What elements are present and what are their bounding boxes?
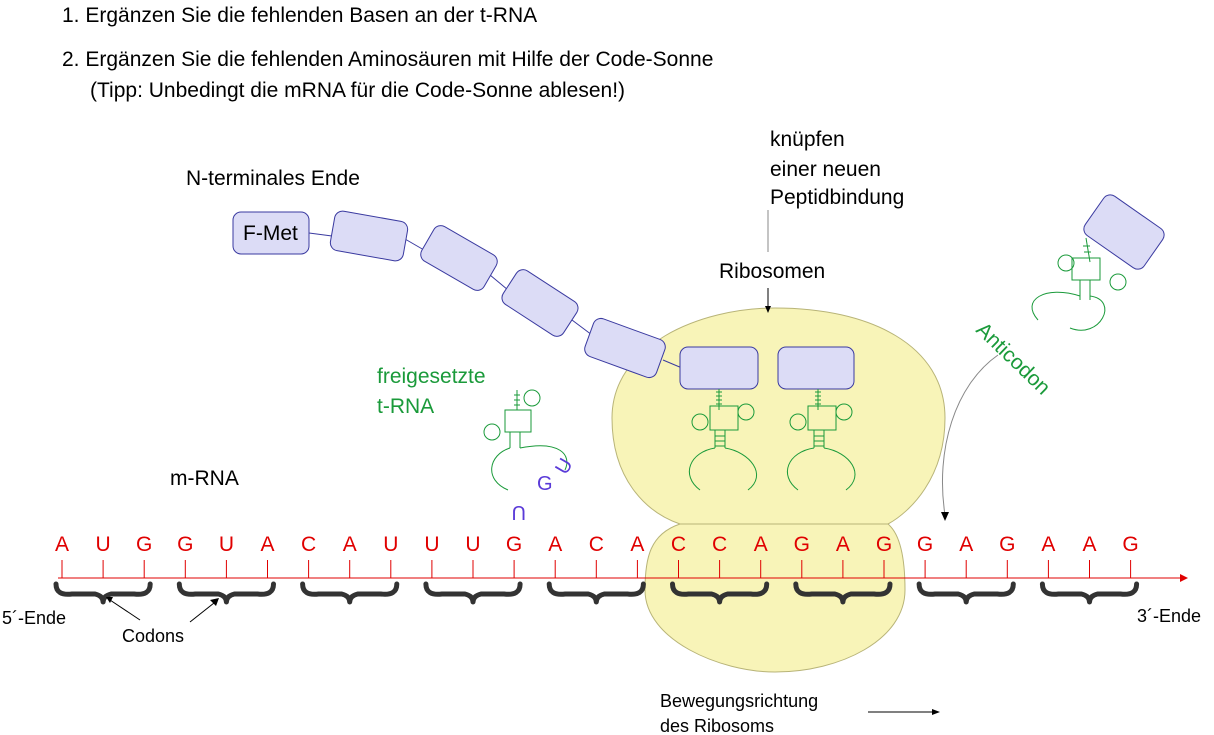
mrna-base: U: [424, 533, 439, 556]
mrna-base: A: [836, 533, 850, 556]
mrna-base: U: [96, 533, 111, 556]
mrna-base: A: [1041, 533, 1055, 556]
amino-acid: [329, 210, 409, 262]
mrna-base: C: [712, 533, 727, 556]
mrna-base: G: [999, 533, 1015, 556]
codon-bracket: [670, 581, 770, 605]
mrna-base-ticks: [61, 560, 1132, 578]
anticodon-label: Anticodon: [972, 318, 1055, 399]
mrna-base: A: [260, 533, 274, 556]
movement-arrow: [868, 709, 940, 715]
mrna-base: A: [959, 533, 973, 556]
mrna-base: C: [301, 533, 316, 556]
amino-acid-chain: [232, 194, 1165, 390]
amino-acid: [420, 225, 498, 291]
peptide-bond-label-line3: Peptidbindung: [770, 186, 904, 209]
instruction-3: (Tipp: Unbedingt die mRNA für die Code-S…: [90, 79, 625, 102]
fmet-label: F-Met: [243, 222, 298, 245]
mrna-base: A: [754, 533, 768, 556]
codon-bracket: [53, 581, 153, 605]
trna-base: G: [537, 473, 553, 495]
codon-bracket: [793, 581, 893, 605]
mrna-base: C: [671, 533, 686, 556]
mrna-base: U: [383, 533, 398, 556]
movement-label-line2: des Ribosoms: [660, 716, 774, 735]
mrna-base: C: [589, 533, 604, 556]
mrna-base: G: [917, 533, 933, 556]
mrna-base: G: [876, 533, 892, 556]
codon-bracket: [300, 581, 400, 605]
mrna-base: A: [55, 533, 69, 556]
mrna-base: G: [177, 533, 193, 556]
instruction-1: 1. Ergänzen Sie die fehlenden Basen an d…: [62, 4, 537, 27]
trna-site-1: [688, 389, 757, 491]
amino-acid: [679, 346, 759, 390]
five-prime-label: 5´-Ende: [2, 608, 66, 628]
mrna-base: G: [506, 533, 522, 556]
movement-label-line1: Bewegungsrichtung: [660, 691, 818, 711]
amino-acid-fmet: [232, 211, 310, 255]
ribosome-arrow: [765, 288, 771, 313]
mrna-base: G: [794, 533, 810, 556]
amino-acid-incoming: [1083, 194, 1165, 270]
codon-bracket: [423, 581, 523, 605]
trna-base: U: [551, 455, 577, 479]
mrna-label: m-RNA: [170, 467, 239, 490]
released-trna: [483, 389, 568, 491]
mrna-base: A: [630, 533, 644, 556]
incoming-trna: [1031, 237, 1127, 331]
ribosome-label: Ribosomen: [719, 260, 825, 283]
codon-brackets: [53, 581, 1140, 605]
released-trna-label-line2: t-RNA: [377, 395, 434, 418]
amino-acid: [777, 346, 855, 390]
three-prime-label: 3´-Ende: [1137, 606, 1201, 626]
instruction-2: 2. Ergänzen Sie die fehlenden Aminosäure…: [62, 48, 713, 71]
codon-bracket: [916, 581, 1016, 605]
codons-pointers: [106, 597, 219, 623]
mrna-base: G: [1122, 533, 1138, 556]
codon-bracket: [1039, 581, 1140, 605]
mrna-strand: [58, 574, 1188, 582]
mrna-base: U: [219, 533, 234, 556]
peptide-chain: [308, 232, 683, 369]
codons-label: Codons: [122, 626, 184, 646]
n-terminal-label: N-terminales Ende: [186, 167, 360, 190]
mrna-base: U: [465, 533, 480, 556]
mrna-base: A: [1082, 533, 1096, 556]
codon-bracket: [546, 581, 646, 605]
codon-bracket: [176, 581, 276, 605]
amino-acid: [584, 317, 666, 379]
trna-base: U: [512, 501, 526, 523]
peptide-bond-label-line2: einer neuen: [770, 158, 881, 181]
peptide-bond-label-line1: knüpfen: [770, 128, 845, 151]
mrna-base: A: [343, 533, 357, 556]
anticodon-arrow: [941, 354, 999, 521]
trna-site-2: [786, 389, 856, 491]
mrna-base: G: [136, 533, 152, 556]
mrna-base: A: [548, 533, 562, 556]
released-trna-bases: U G U: [512, 455, 578, 523]
released-trna-label-line1: freigesetzte: [377, 365, 486, 388]
amino-acid: [501, 269, 579, 337]
